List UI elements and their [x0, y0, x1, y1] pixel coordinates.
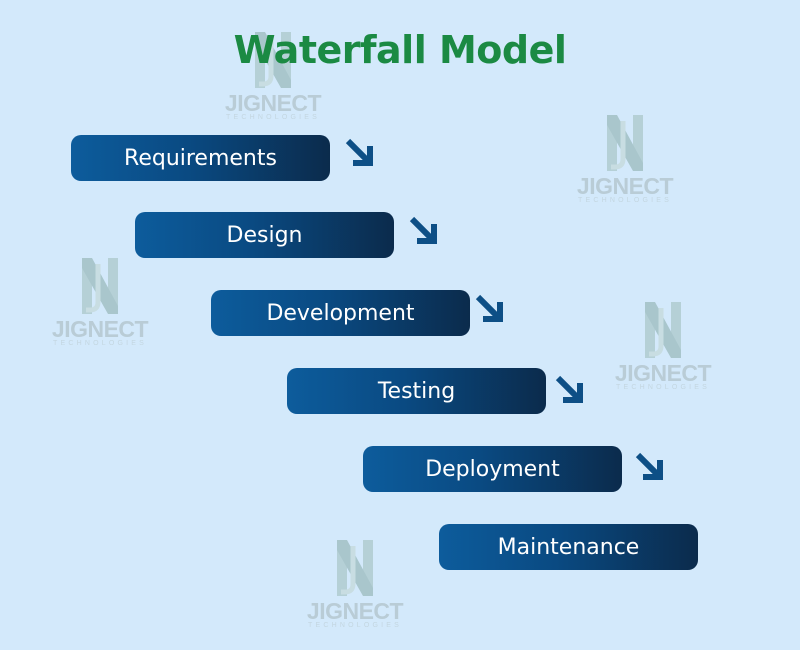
step-development: Development	[211, 290, 470, 336]
arrow-down-right-icon	[475, 294, 507, 326]
step-design: Design	[135, 212, 394, 258]
step-maintenance: Maintenance	[439, 524, 698, 570]
diagram-title: Waterfall Model	[233, 28, 567, 72]
watermark-brand: JIGNECT	[51, 316, 149, 342]
watermark-brand: JIGNECT	[576, 173, 674, 199]
watermark-sub: TECHNOLOGIES	[615, 384, 711, 391]
arrow-down-right-icon	[555, 375, 587, 407]
step-requirements: Requirements	[71, 135, 330, 181]
step-deployment: Deployment	[363, 446, 622, 492]
watermark-brand: JIGNECT	[614, 360, 712, 386]
watermark-sub: TECHNOLOGIES	[577, 197, 673, 204]
watermark-brand: JIGNECT	[224, 90, 322, 116]
watermark-sub: TECHNOLOGIES	[52, 340, 148, 347]
arrow-down-right-icon	[345, 138, 377, 170]
watermark-sub: TECHNOLOGIES	[307, 622, 403, 629]
arrow-down-right-icon	[635, 452, 667, 484]
watermark-brand: JIGNECT	[306, 598, 404, 624]
step-testing: Testing	[287, 368, 546, 414]
watermark-sub: TECHNOLOGIES	[225, 114, 321, 121]
arrow-down-right-icon	[409, 216, 441, 248]
